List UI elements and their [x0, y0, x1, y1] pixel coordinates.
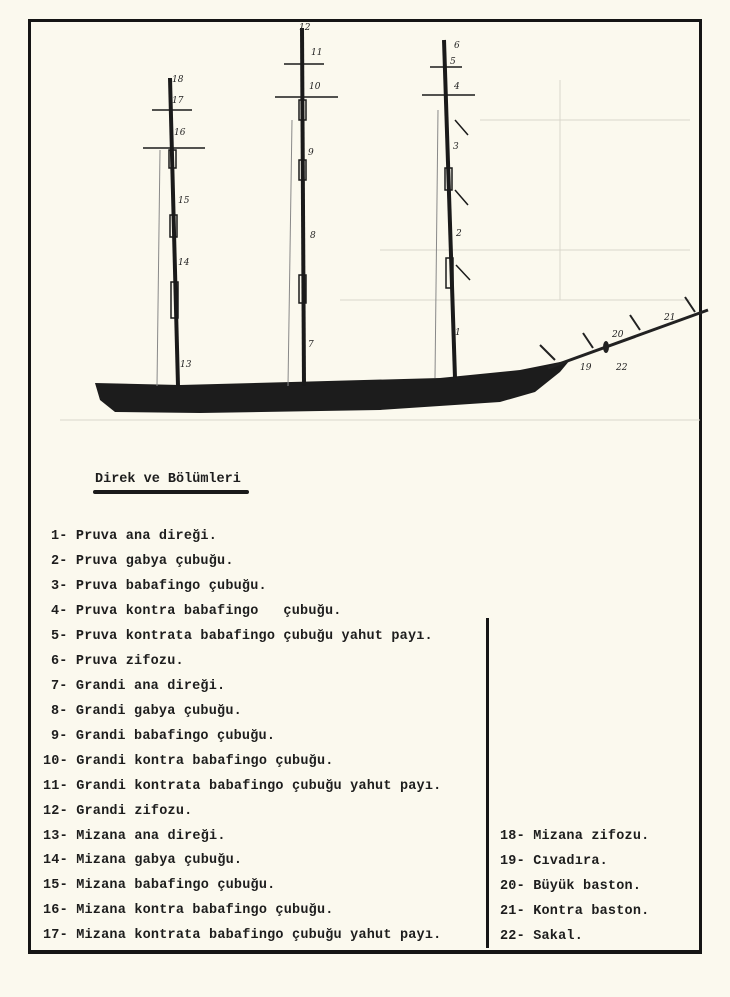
label-5: 5 — [450, 57, 456, 67]
label-15: 15 — [178, 196, 190, 206]
label-20: 20 — [611, 330, 624, 340]
label-14: 14 — [178, 258, 190, 268]
list-item: 17- Mizana kontrata babafingo çubuğu yah… — [43, 928, 442, 943]
list-item: 7- Grandi ana direği. — [51, 679, 226, 694]
column-divider — [486, 618, 489, 948]
list-item: 21- Kontra baston. — [500, 904, 650, 919]
label-11: 11 — [311, 48, 322, 58]
list-item: 5- Pruva kontrata babafingo çubuğu yahut… — [51, 629, 433, 644]
label-18: 18 — [172, 75, 184, 85]
label-17: 17 — [172, 96, 184, 106]
label-16: 16 — [174, 128, 186, 138]
label-6: 6 — [454, 41, 460, 51]
list-item: 10- Grandi kontra babafingo çubuğu. — [43, 754, 334, 769]
section-title: Direk ve Bölümleri — [95, 472, 241, 487]
list-item: 20- Büyük baston. — [500, 879, 642, 894]
label-19: 19 — [580, 363, 592, 373]
label-2: 2 — [455, 229, 462, 239]
list-item: 6- Pruva zifozu. — [51, 654, 184, 669]
list-item: 9- Grandi babafingo çubuğu. — [51, 729, 276, 744]
list-item: 16- Mizana kontra babafingo çubuğu. — [43, 903, 334, 918]
title-underline — [93, 490, 249, 494]
hull — [95, 360, 570, 413]
label-10: 10 — [309, 82, 321, 92]
fore-mast — [422, 39, 475, 379]
label-1: 1 — [455, 328, 461, 338]
list-item: 15- Mizana babafingo çubuğu. — [43, 878, 276, 893]
list-item: 11- Grandi kontrata babafingo çubuğu yah… — [43, 779, 442, 794]
main-mast — [275, 27, 338, 387]
label-3: 3 — [453, 142, 459, 152]
list-item: 4- Pruva kontra babafingo çubuğu. — [51, 604, 342, 619]
list-item: 22- Sakal. — [500, 929, 584, 944]
list-item: 13- Mizana ana direği. — [43, 829, 226, 844]
list-item: 1- Pruva ana direği. — [51, 529, 218, 544]
label-12: 12 — [299, 23, 311, 33]
page-frame — [28, 19, 702, 954]
label-4: 4 — [453, 82, 460, 92]
list-item: 12- Grandi zifozu. — [43, 804, 193, 819]
list-item: 2- Pruva gabya çubuğu. — [51, 554, 234, 569]
bleed-through-lines — [60, 80, 700, 421]
list-item: 18- Mizana zifozu. — [500, 829, 650, 844]
label-21: 21 — [663, 313, 675, 323]
label-8: 8 — [310, 231, 316, 241]
list-item: 8- Grandi gabya çubuğu. — [51, 704, 242, 719]
label-7: 7 — [308, 340, 314, 350]
label-13: 13 — [180, 360, 192, 370]
label-22: 22 — [615, 363, 628, 373]
label-9: 9 — [308, 148, 314, 158]
list-item: 19- Cıvadıra. — [500, 854, 608, 869]
list-item: 3- Pruva babafingo çubuğu. — [51, 579, 267, 594]
mizzen-mast — [143, 77, 205, 387]
ship-diagram: 6 5 4 3 2 1 12 11 10 9 8 7 18 17 16 15 1… — [60, 23, 709, 421]
list-item: 14- Mizana gabya çubuğu. — [43, 853, 243, 868]
bowsprit — [547, 308, 709, 370]
